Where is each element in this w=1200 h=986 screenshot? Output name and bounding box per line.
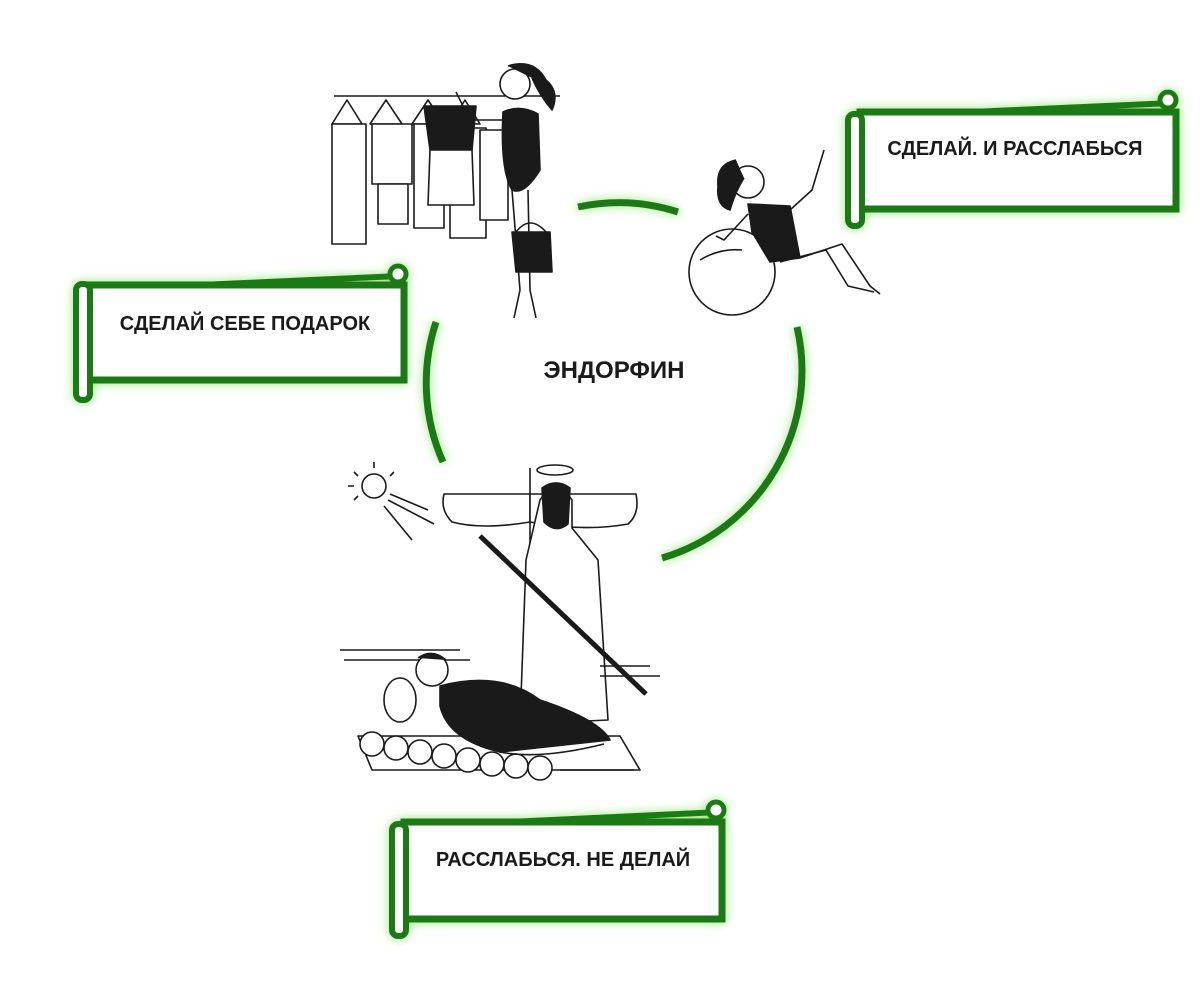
hanger-row [331,99,509,245]
arc-left [422,320,447,464]
banner-relax-dont-label: РАССЛАБЬСЯ. НЕ ДЕЛАЙ [436,847,690,871]
center-label: ЭНДОРФИН [544,357,685,384]
raft-illustration [340,462,660,781]
shopping-woman-illustration [331,63,560,319]
banner-do-relax-label: СДЕЛАЙ. И РАССЛАБЬСЯ [887,136,1142,160]
handbag [511,231,553,273]
held-black-dress [423,105,477,151]
pillow [383,677,417,723]
banner-relax-dont [389,799,727,939]
fitball-woman-illustration [688,149,881,316]
arc-right [661,326,806,562]
banner-do-relax [845,89,1180,229]
sail [442,493,531,527]
woman-body [501,107,541,192]
fitball [688,228,776,316]
banner-gift [73,263,409,403]
cycle-ring [422,199,806,562]
banner-gift-label: СДЕЛАЙ СЕБЕ ПОДАРОК [120,311,371,335]
reclining-woman [439,679,611,753]
halo [536,464,574,476]
oar [478,534,648,696]
arc-top [577,199,680,216]
sun-icon [348,462,435,541]
